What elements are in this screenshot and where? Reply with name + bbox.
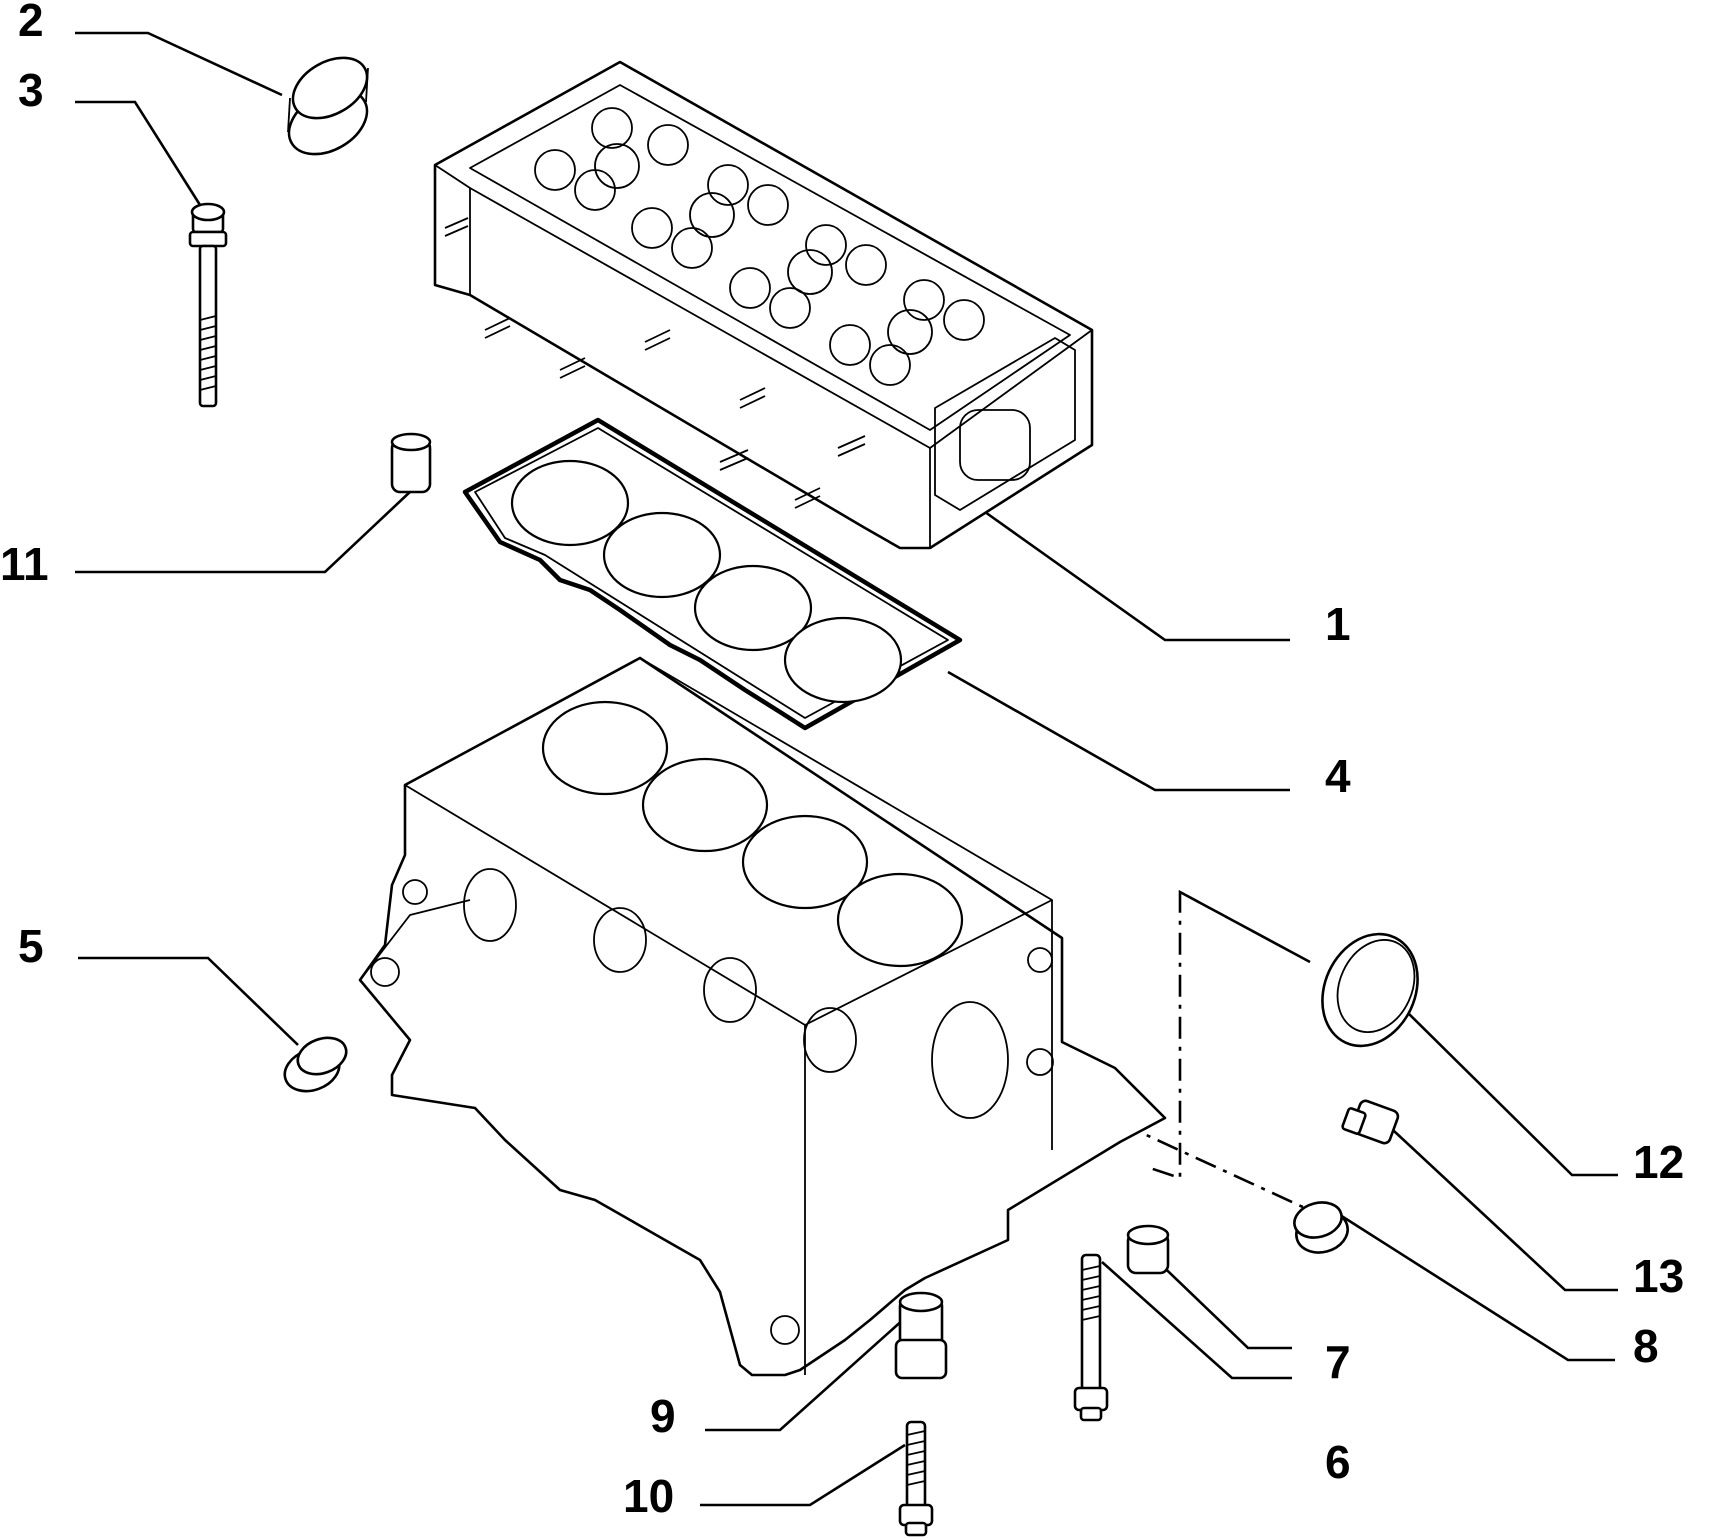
callout-9: 9: [650, 1390, 676, 1442]
leader-8: [1339, 1213, 1615, 1362]
locating-dowel: [390, 432, 432, 494]
cylinder-head: [433, 60, 1094, 550]
dowel-sleeve: [894, 1291, 948, 1380]
flange-bolt: [898, 1420, 934, 1537]
callout-8: 8: [1633, 1320, 1659, 1372]
leader-4: [947, 670, 1290, 792]
leader-6: [1101, 1261, 1292, 1380]
cup-plug-large: [287, 56, 369, 156]
oil-seal-ring: [1321, 932, 1419, 1048]
stud-bolt: [1073, 1253, 1109, 1422]
leader-13: [1379, 1117, 1618, 1292]
leader-lines: [75, 31, 1618, 1507]
callout-1: 1: [1325, 598, 1351, 650]
callout-4: 4: [1325, 750, 1351, 802]
leader-11: [75, 489, 413, 574]
callout-13: 13: [1633, 1250, 1684, 1302]
leader-9: [705, 1317, 906, 1432]
callout-12: 12: [1633, 1136, 1684, 1188]
drain-plug: [1341, 1099, 1400, 1145]
head-gasket: [462, 417, 963, 731]
leader-3: [75, 100, 202, 206]
cup-plug-right: [1293, 1201, 1349, 1254]
alignment-line: [1149, 889, 1311, 1180]
callout-11: 11: [0, 538, 49, 590]
leader-5: [78, 956, 299, 1046]
callout-5: 5: [18, 920, 44, 972]
leader-1: [984, 510, 1290, 642]
callout-labels: 1 2 3 4 5 6 7 8 9 10 11 12 13: [0, 0, 1684, 1522]
callout-2: 2: [18, 0, 44, 46]
head-bolt: [188, 202, 228, 408]
dowel-sleeve-small: [1126, 1224, 1170, 1275]
leader-2: [75, 31, 283, 97]
callout-10: 10: [623, 1470, 674, 1522]
leader-10: [700, 1443, 906, 1507]
callout-3: 3: [18, 64, 44, 116]
leader-7: [1147, 1251, 1292, 1350]
cup-plug-left: [283, 1036, 348, 1093]
callout-7: 7: [1325, 1336, 1351, 1388]
leader-12: [1404, 1009, 1618, 1177]
callout-6: 6: [1325, 1436, 1351, 1488]
engine-block: [358, 656, 1167, 1377]
